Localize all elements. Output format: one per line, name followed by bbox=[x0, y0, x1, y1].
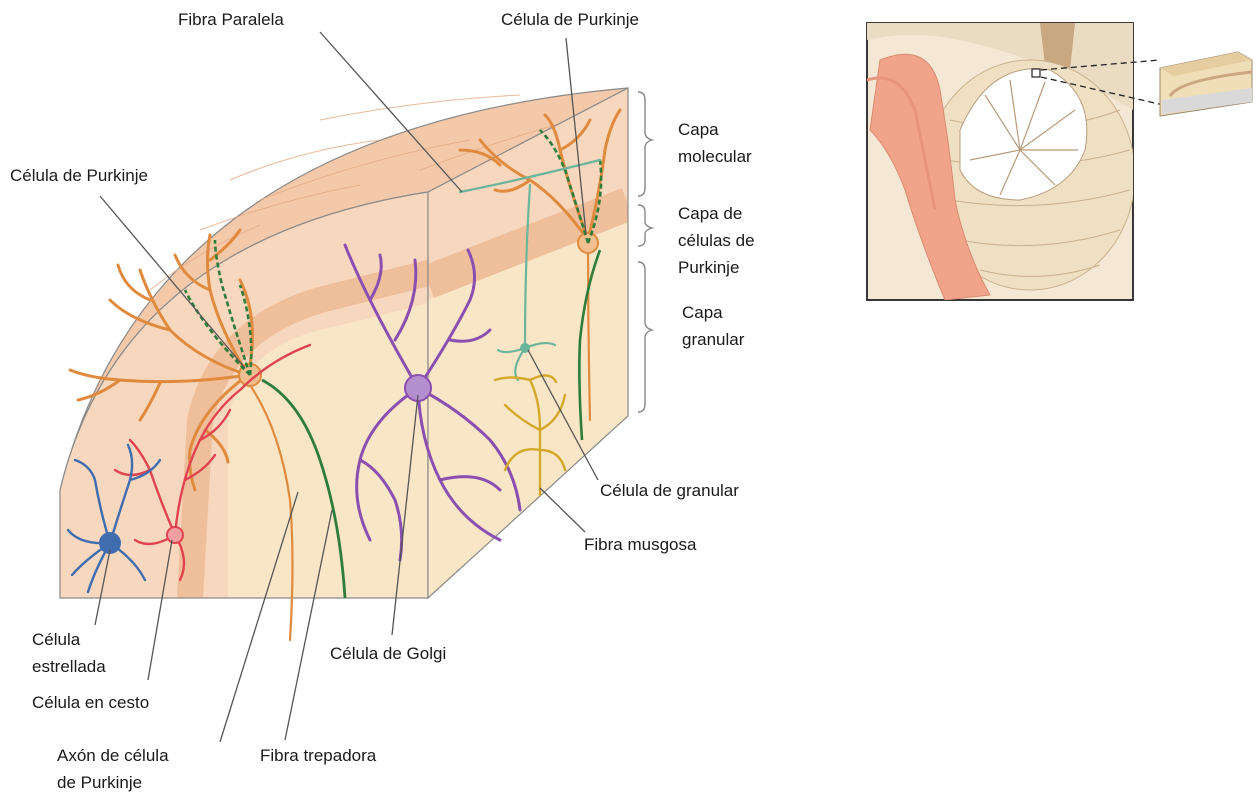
tissue-block bbox=[40, 80, 640, 610]
label-fibra-musgosa: Fibra musgosa bbox=[584, 531, 696, 558]
inset-cerebellum bbox=[867, 23, 1252, 300]
label-celula-granular: Célula de granular bbox=[600, 477, 739, 504]
layer-braces bbox=[638, 92, 652, 412]
label-celula-cesto: Célula en cesto bbox=[32, 689, 149, 716]
label-celula-purkinje-left: Célula de Purkinje bbox=[10, 162, 148, 189]
label-fibra-paralela: Fibra Paralela bbox=[178, 6, 284, 33]
label-celula-golgi: Célula de Golgi bbox=[330, 640, 446, 667]
inset-block bbox=[1160, 52, 1252, 116]
label-fibra-trepadora: Fibra trepadora bbox=[260, 742, 376, 769]
label-celula-purkinje-top: Célula de Purkinje bbox=[501, 6, 639, 33]
basket-soma bbox=[167, 527, 183, 543]
